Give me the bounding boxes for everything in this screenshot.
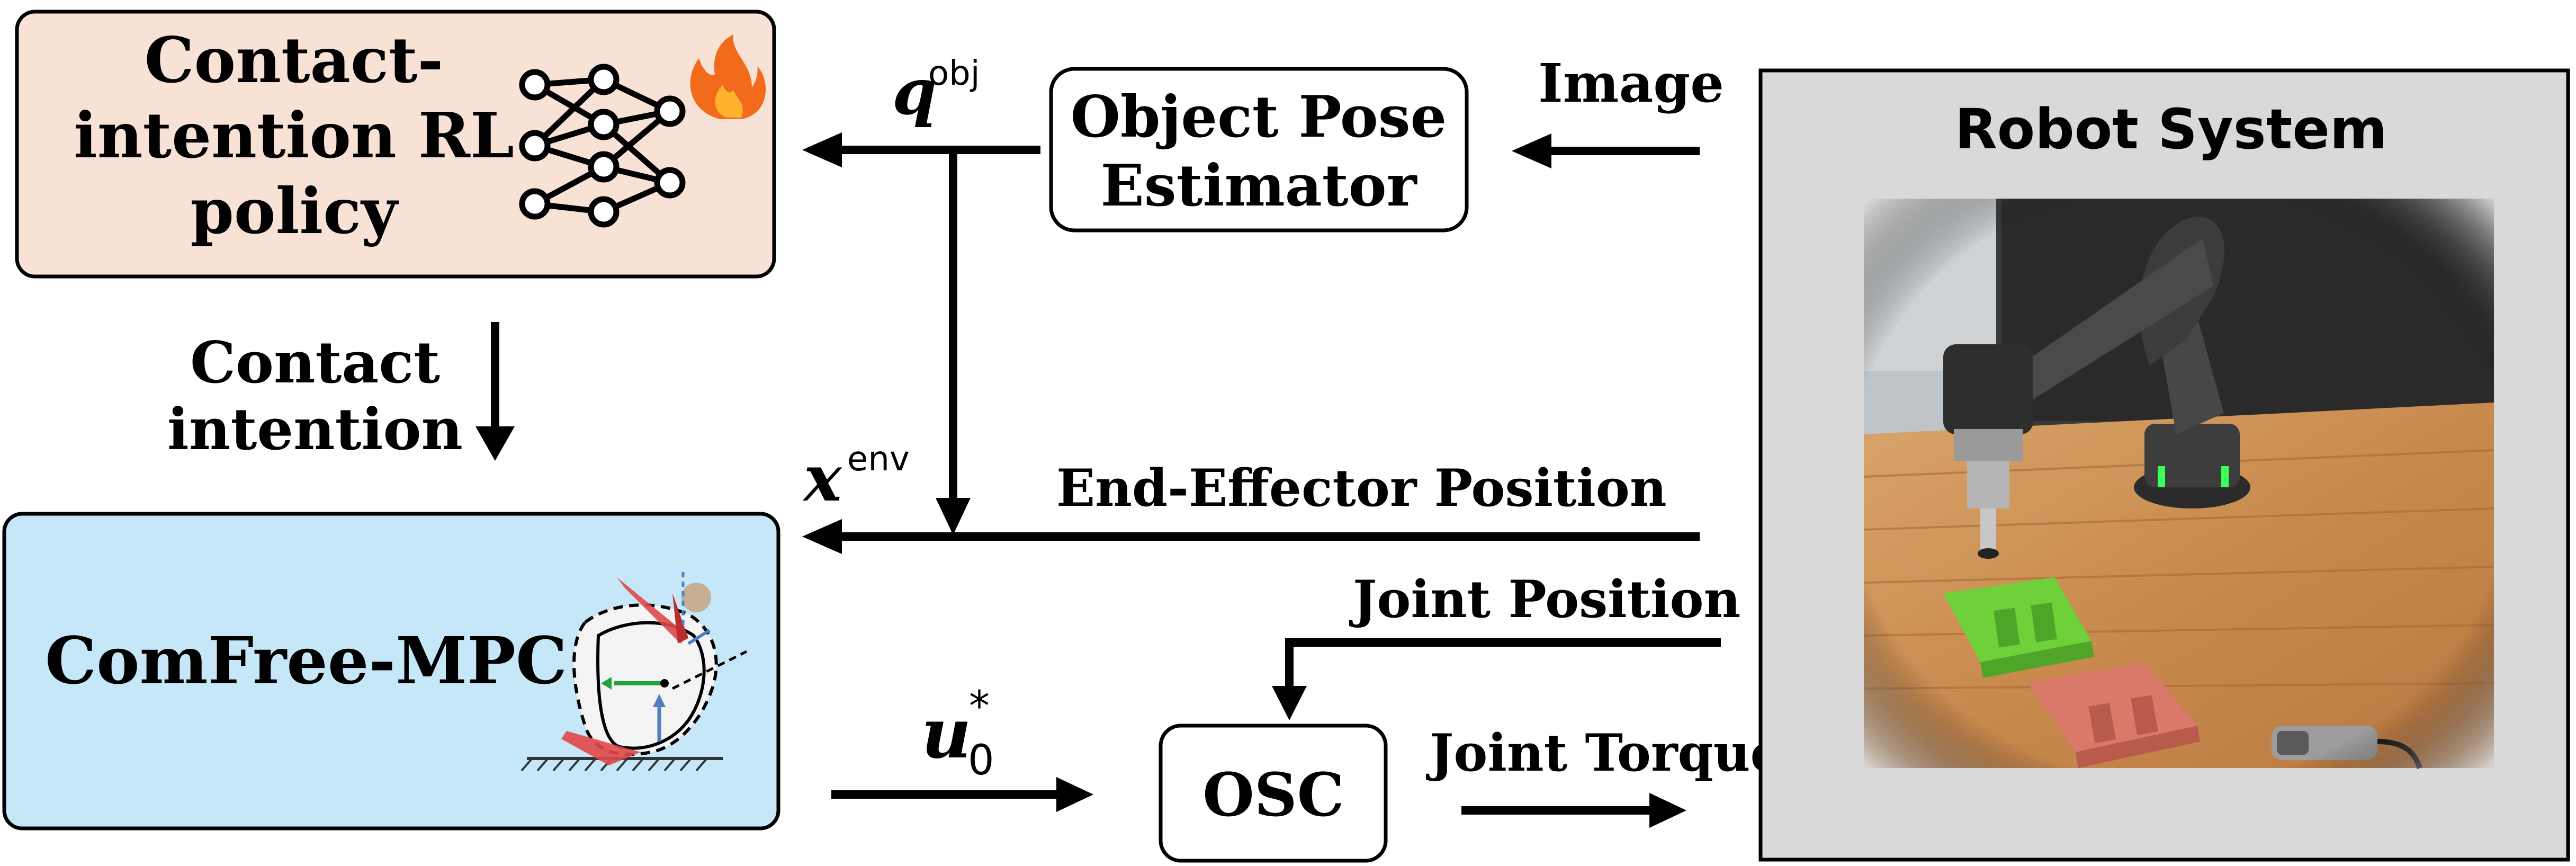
joint-torque-label: Joint Torque (1425, 723, 1783, 783)
x-env-superscript: env (847, 440, 910, 479)
rl-policy-label-line3: policy (190, 174, 399, 248)
u0-superscript: * (969, 683, 990, 730)
pose-estimator-block: Object Pose Estimator (1049, 67, 1469, 233)
image-label: Image (1538, 52, 1724, 114)
joint-torque-arrow (1461, 793, 1686, 828)
robot-photo (1863, 199, 2494, 769)
ee-position-arrow (802, 519, 1700, 554)
fire-icon (690, 34, 766, 119)
pose-estimator-label-line1: Object Pose (1071, 84, 1447, 150)
contact-intention-label-line1: Contact (190, 329, 440, 396)
contact-intention-label-line2: intention (167, 396, 463, 463)
mpc-label: ComFree-MPC (45, 622, 567, 699)
osc-label: OSC (1202, 761, 1344, 830)
u0-arrow (831, 777, 1093, 812)
robot-system-title: Robot System (1955, 97, 2387, 162)
x-env-label: x env (802, 440, 910, 516)
rl-policy-block: Contact- intention RL policy (15, 10, 776, 279)
rl-policy-label-line2: intention RL (74, 99, 514, 172)
mpc-block: ComFree-MPC (2, 512, 780, 831)
contact-intention-arrow (475, 322, 515, 461)
q-obj-label: q obj (892, 54, 980, 129)
q-obj-arrow (802, 132, 1040, 535)
q-obj-symbol: q (892, 55, 937, 129)
joint-position-label: Joint Position (1349, 569, 1740, 629)
pose-estimator-label-line2: Estimator (1100, 153, 1417, 219)
q-obj-superscript: obj (928, 54, 980, 93)
rl-policy-label-line1: Contact- (145, 23, 444, 97)
u0-label: u * 0 (921, 683, 994, 784)
image-arrow (1512, 133, 1700, 168)
ee-position-label: End-Effector Position (1056, 458, 1667, 518)
joint-position-arrow (1272, 638, 1721, 720)
osc-block: OSC (1159, 724, 1388, 863)
robot-system-block: Robot System (1758, 68, 2570, 862)
neural-network-icon (519, 64, 686, 228)
u0-symbol: u (921, 693, 972, 774)
contact-sketch-icon (520, 572, 748, 772)
u0-subscript: 0 (968, 737, 994, 784)
x-env-symbol: x (802, 441, 842, 516)
